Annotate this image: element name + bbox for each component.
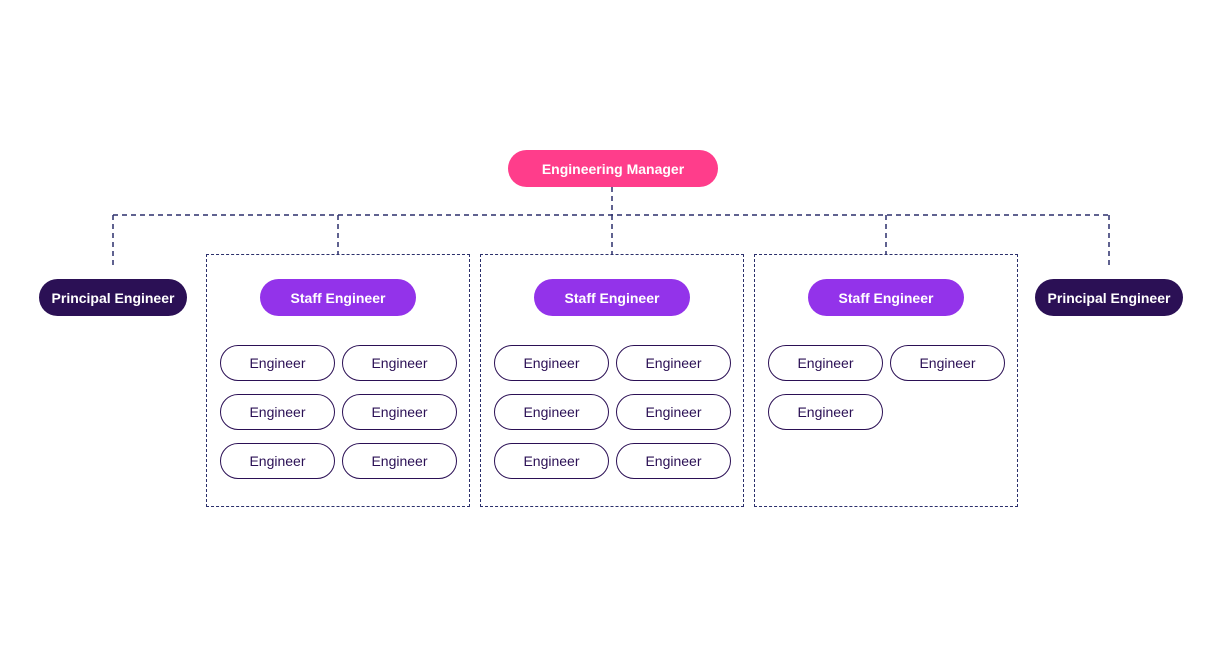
principal-engineer-node-right: Principal Engineer [1035, 279, 1183, 316]
staff-engineer-node-3: Staff Engineer [808, 279, 964, 316]
team-box-1 [206, 254, 470, 507]
engineer-node: Engineer [494, 345, 609, 381]
engineering-manager-node: Engineering Manager [508, 150, 718, 187]
staff-engineer-node-2: Staff Engineer [534, 279, 690, 316]
engineer-node: Engineer [494, 443, 609, 479]
engineer-node: Engineer [220, 394, 335, 430]
engineer-node: Engineer [342, 345, 457, 381]
engineer-node: Engineer [220, 443, 335, 479]
engineer-node: Engineer [494, 394, 609, 430]
engineer-node: Engineer [768, 394, 883, 430]
engineer-node: Engineer [768, 345, 883, 381]
engineer-node: Engineer [616, 394, 731, 430]
engineer-node: Engineer [890, 345, 1005, 381]
staff-engineer-node-1: Staff Engineer [260, 279, 416, 316]
engineer-node: Engineer [616, 443, 731, 479]
engineer-node: Engineer [220, 345, 335, 381]
engineer-node: Engineer [342, 443, 457, 479]
engineer-node: Engineer [616, 345, 731, 381]
team-box-2 [480, 254, 744, 507]
team-box-3 [754, 254, 1018, 507]
engineer-node: Engineer [342, 394, 457, 430]
principal-engineer-node-left: Principal Engineer [39, 279, 187, 316]
